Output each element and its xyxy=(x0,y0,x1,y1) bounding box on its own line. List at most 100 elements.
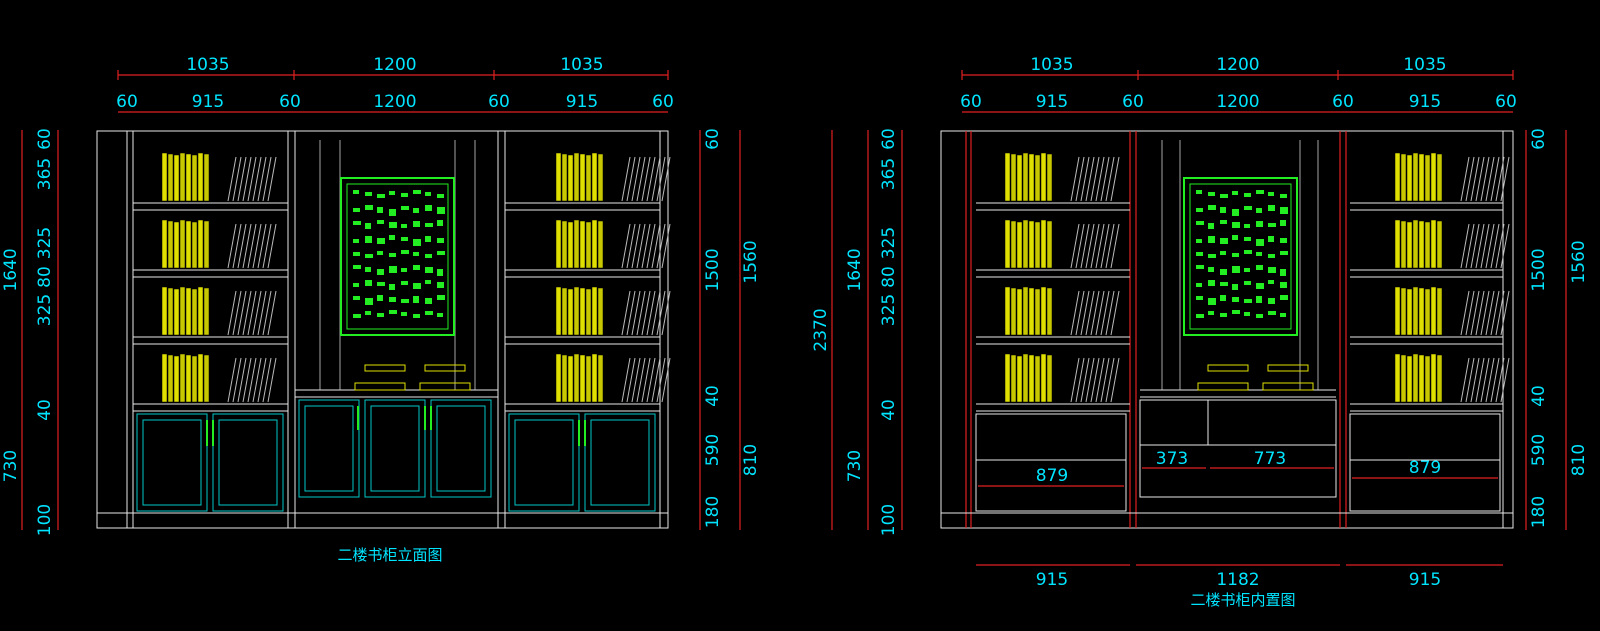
book xyxy=(167,153,174,202)
book xyxy=(1110,290,1120,336)
dim-label: 915 xyxy=(566,92,598,112)
calligraphy-stroke xyxy=(1220,269,1227,275)
book xyxy=(197,219,204,269)
calligraphy-stroke xyxy=(413,190,421,194)
book xyxy=(591,286,598,336)
book xyxy=(1495,357,1505,403)
book xyxy=(185,153,192,202)
book xyxy=(197,286,204,336)
calligraphy-stroke xyxy=(437,220,443,226)
book xyxy=(247,223,257,269)
calligraphy-stroke xyxy=(401,250,409,254)
book xyxy=(646,290,656,336)
calligraphy-stroke xyxy=(353,208,360,212)
calligraphy-stroke xyxy=(389,222,397,228)
book xyxy=(1105,357,1115,403)
book xyxy=(191,288,198,336)
calligraphy-stroke xyxy=(389,235,395,240)
calligraphy-stroke xyxy=(389,284,395,290)
calligraphy-painting xyxy=(340,177,455,336)
calligraphy-stroke xyxy=(365,298,373,305)
book xyxy=(252,156,262,202)
calligraphy-stroke xyxy=(1220,282,1228,286)
book xyxy=(641,290,651,336)
top-dimension-row-1: 1035 1200 1035 xyxy=(961,55,1514,80)
calligraphy-stroke xyxy=(1256,190,1264,194)
book xyxy=(1034,154,1041,202)
dim-label: 1560 xyxy=(1569,240,1589,283)
book xyxy=(1485,156,1495,202)
calligraphy-stroke xyxy=(1280,194,1287,198)
dim-label: 100 xyxy=(35,504,55,536)
dim-label: 60 xyxy=(960,92,982,112)
book xyxy=(1095,156,1105,202)
book xyxy=(585,355,592,403)
book xyxy=(555,219,562,269)
calligraphy-stroke xyxy=(1232,209,1239,216)
calligraphy-stroke xyxy=(425,192,431,196)
dim-label: 60 xyxy=(279,92,301,112)
book xyxy=(1110,357,1120,403)
book xyxy=(1080,156,1090,202)
calligraphy-stroke xyxy=(1232,284,1238,290)
book xyxy=(651,223,661,269)
book xyxy=(597,153,604,202)
book xyxy=(237,357,247,403)
calligraphy-stroke xyxy=(389,209,396,216)
book xyxy=(1028,153,1035,202)
calligraphy-stroke xyxy=(437,207,445,214)
dim-label: 325 xyxy=(35,227,55,259)
book xyxy=(232,156,242,202)
dim-label: 1500 xyxy=(1529,248,1549,291)
book xyxy=(585,221,592,269)
book xyxy=(1100,357,1110,403)
calligraphy-stroke xyxy=(1208,223,1214,229)
dim-label: 60 xyxy=(1332,92,1354,112)
dim-label: 60 xyxy=(488,92,510,112)
top-dimension-row-2: 60 915 60 1200 60 915 60 xyxy=(960,92,1517,113)
dim-label: 590 xyxy=(1529,434,1549,466)
dim-label: 730 xyxy=(845,450,865,482)
calligraphy-stroke xyxy=(365,280,372,286)
book xyxy=(1475,357,1485,403)
calligraphy-stroke xyxy=(437,313,443,317)
book xyxy=(197,152,204,202)
calligraphy-stroke xyxy=(1256,239,1264,246)
book xyxy=(1100,290,1110,336)
calligraphy-stroke xyxy=(365,254,373,258)
book xyxy=(237,223,247,269)
book xyxy=(1046,354,1053,403)
book xyxy=(1400,287,1407,336)
calligraphy-stroke xyxy=(377,194,385,198)
calligraphy-stroke xyxy=(1196,221,1204,225)
dim-label: 60 xyxy=(1122,92,1144,112)
calligraphy-stroke xyxy=(1268,254,1275,258)
book xyxy=(203,220,210,269)
book xyxy=(579,220,586,269)
book xyxy=(1485,357,1495,403)
book xyxy=(646,156,656,202)
book xyxy=(567,154,574,202)
dim-label: 915 xyxy=(1036,92,1068,112)
book xyxy=(197,353,204,403)
book xyxy=(1418,287,1425,336)
calligraphy-stroke xyxy=(365,311,371,315)
book xyxy=(1406,355,1413,403)
book xyxy=(1490,290,1500,336)
calligraphy-stroke xyxy=(401,312,407,316)
book xyxy=(661,290,671,336)
dim-label: 1200 xyxy=(373,92,416,112)
book xyxy=(661,156,671,202)
book xyxy=(1495,290,1505,336)
book xyxy=(185,220,192,269)
calligraphy-stroke xyxy=(1232,235,1238,240)
calligraphy-stroke xyxy=(1268,192,1274,196)
book xyxy=(1080,223,1090,269)
book xyxy=(1490,357,1500,403)
book xyxy=(242,357,252,403)
book xyxy=(1034,221,1041,269)
bookshelf-books xyxy=(1004,152,1510,403)
cabinet-elevation xyxy=(96,130,671,529)
book xyxy=(1406,154,1413,202)
book xyxy=(1485,223,1495,269)
